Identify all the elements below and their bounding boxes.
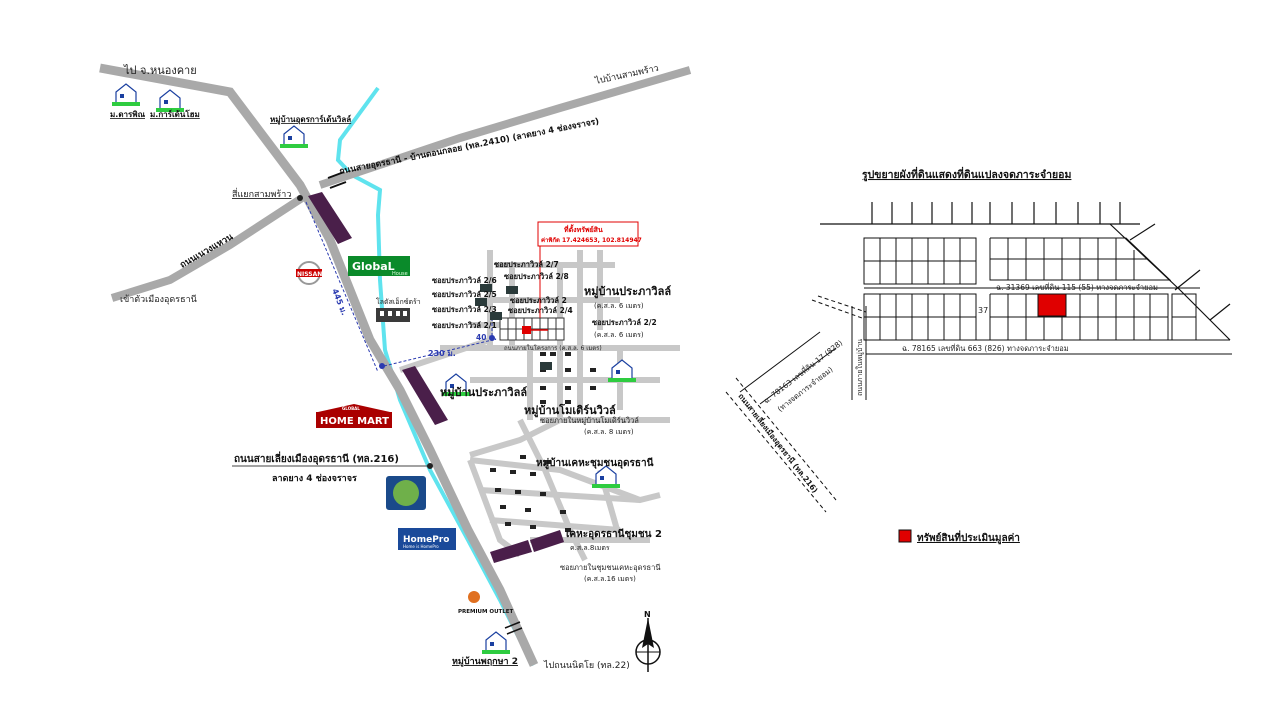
label-soi-road-6m-b: (ค.ส.ล. 6 เมตร) xyxy=(594,302,644,310)
building-strips xyxy=(308,192,564,563)
label-bypass-road: ถนนสายเลี่ยงเมืองอุดรธานี (ทล.216) xyxy=(234,451,399,465)
nissan-text: NISSAN xyxy=(297,271,322,278)
label-soi-24: ซอยประภาวิวล์ 2/4 xyxy=(508,306,573,315)
label-village-pruksa: หมู่บ้านพฤกษา 2 xyxy=(452,656,518,667)
label-housing-road-8m: ค.ส.ล.8เมตร xyxy=(570,544,610,552)
label-village-garden-home: ม.การ์เด้นโฮม xyxy=(150,109,200,119)
label-prapha-ville-2: หมู่บ้านประภาวิลล์ xyxy=(440,386,527,400)
label-road-2410: ถนนสายอุดรธานี - บ้านดอนกลอย (ทล.2410) (… xyxy=(338,116,600,177)
ring-road xyxy=(110,194,305,302)
label-soi-25: ซอยประภาวิวล์ 2/5 xyxy=(432,290,497,299)
road-2410 xyxy=(318,66,692,189)
homemart-logo xyxy=(316,404,392,428)
global-house-logo xyxy=(348,256,410,276)
subject-property xyxy=(1037,293,1067,317)
house-icon xyxy=(595,465,617,487)
label-soi-27: ซอยประภาวิวล์ 2/7 xyxy=(494,260,559,269)
homepro-sub: Home is HomePro xyxy=(403,544,439,549)
premium-outlet-logo xyxy=(468,591,480,603)
property-box-title: ที่ตั้งทรัพย์สิน xyxy=(564,223,603,234)
label-modern-soi: ซอยภายในหมู่บ้านโมเดิร์นวิวล์ xyxy=(540,416,639,425)
label-housing-soi: ซอยภายในชุมชนเคหะอุดรธานี xyxy=(560,563,660,572)
compass-icon xyxy=(635,618,661,672)
label-soi-28: ซอยประภาวิวล์ 2/8 xyxy=(504,272,569,281)
label-lotus: โลตัสเอ็กซ์ตร้า xyxy=(376,297,421,306)
label-soi-26: ซอยประภาวิวล์ 2/6 xyxy=(432,276,497,285)
left-map: ไป จ.หนองคาย ไปบ้านสามพร้าว ม.ดารพิณ ม.ก… xyxy=(99,63,692,672)
global-house-text: GlobaL xyxy=(352,260,395,273)
small-house-icons xyxy=(475,284,552,370)
label-side-road: ถนนภายในหมู่บ้าน xyxy=(855,339,864,396)
homemart-text: HOME MART xyxy=(320,416,389,427)
label-soi-21: ซอยประภาวิวล์ 2/1 xyxy=(432,321,497,330)
house-icon xyxy=(611,359,633,381)
house-icon xyxy=(159,89,181,111)
label-road-31369: ฉ. 31369 เลขที่ดิน 115 (55) ทางจดภาระจำย… xyxy=(996,282,1158,292)
homemart-top-text: GLOBAL xyxy=(342,406,360,411)
label-soi-road-6m-a: (ค.ส.ล. 6 เมตร) xyxy=(594,331,644,339)
main-highway xyxy=(99,63,539,667)
left-lot-grid xyxy=(863,237,977,341)
label-bypass-lanes: ลาดยาง 4 ช่องจราจร xyxy=(272,473,357,484)
label-to-city: เข้าตัวเมืองอุดรธานี xyxy=(120,294,197,305)
property-marker xyxy=(522,326,531,334)
label-housing-road-16m: (ค.ส.ล.16 เมตร) xyxy=(584,575,636,583)
label-village-udon-garden: หมู่บ้านอุดรการ์เด้นวิลล์ xyxy=(270,114,351,125)
label-premium-outlet: PREMIUM OUTLET xyxy=(458,609,514,615)
right-map-title: รูปขยายผังที่ดินแสดงที่ดินแปลงจดภาระจำยอ… xyxy=(862,166,1071,182)
homepro-text: HomePro xyxy=(403,535,449,545)
label-to-nittaya: ไปถนนนิตโย (ทล.22) xyxy=(543,660,630,671)
label-soi-2: ซอยประภาวิวล์ 2 xyxy=(510,296,567,305)
top-lots xyxy=(820,202,1140,225)
label-soi-22: ซอยประภาวิวล์ 2/2 xyxy=(592,318,657,327)
lotus-icon xyxy=(376,308,410,322)
label-modern-ville: หมู่บ้านโมเดิร์นวิวล์ xyxy=(524,403,616,418)
house-icon xyxy=(115,83,137,105)
label-lot-37: 37 xyxy=(978,306,988,315)
label-housing-udon: หมู่บ้านเคหะชุมชนอุดรธานี xyxy=(536,457,654,470)
label-to-nongkhai: ไป จ.หนองคาย xyxy=(123,64,197,77)
label-soi-23: ซอยประภาวิวล์ 2/3 xyxy=(432,305,497,314)
homepro-logo xyxy=(398,528,456,550)
label-road-78165: ฉ. 78165 เลขที่ดิน 663 (826) ทางจดภาระจำ… xyxy=(902,343,1069,353)
property-plot xyxy=(499,317,565,341)
compass-n-label: N xyxy=(644,610,651,619)
house-icon xyxy=(485,631,507,653)
canal xyxy=(335,86,536,666)
label-junction-samphrao: สี่แยกสามพร้าว xyxy=(232,187,291,200)
label-modern-road: (ค.ส.ล. 8 เมตร) xyxy=(584,428,634,436)
label-village-dara: ม.ดารพิณ xyxy=(110,110,146,119)
house-icon xyxy=(283,125,305,147)
label-housing-udon-2: เคหะอุดรธานีชุมชน 2 xyxy=(566,528,662,540)
property-box-coords: ค่าพิกัด 17.424653, 102.814947 xyxy=(541,236,642,244)
property-location-box xyxy=(537,221,639,247)
legend-swatch xyxy=(898,529,912,543)
global-house-sub: House xyxy=(392,271,408,277)
right-map: รูปขยายผังที่ดินแสดงที่ดินแปลงจดภาระจำยอ… xyxy=(725,166,1232,545)
house-lawns xyxy=(112,102,636,654)
label-distance-40: 40 ม. xyxy=(476,333,497,342)
label-distance-230: 230 ม. xyxy=(428,349,456,358)
legend-label: ทรัพย์สินที่ประเมินมูลค่า xyxy=(917,530,1020,545)
bank-logo xyxy=(386,476,426,510)
label-prapha-ville: หมู่บ้านประภาวิลล์ xyxy=(584,285,671,299)
label-soi-internal: ถนนภายในโครงการ (ค.ส.ล. 6 เมตร) xyxy=(504,344,602,352)
right-lot-grid xyxy=(989,237,1197,341)
